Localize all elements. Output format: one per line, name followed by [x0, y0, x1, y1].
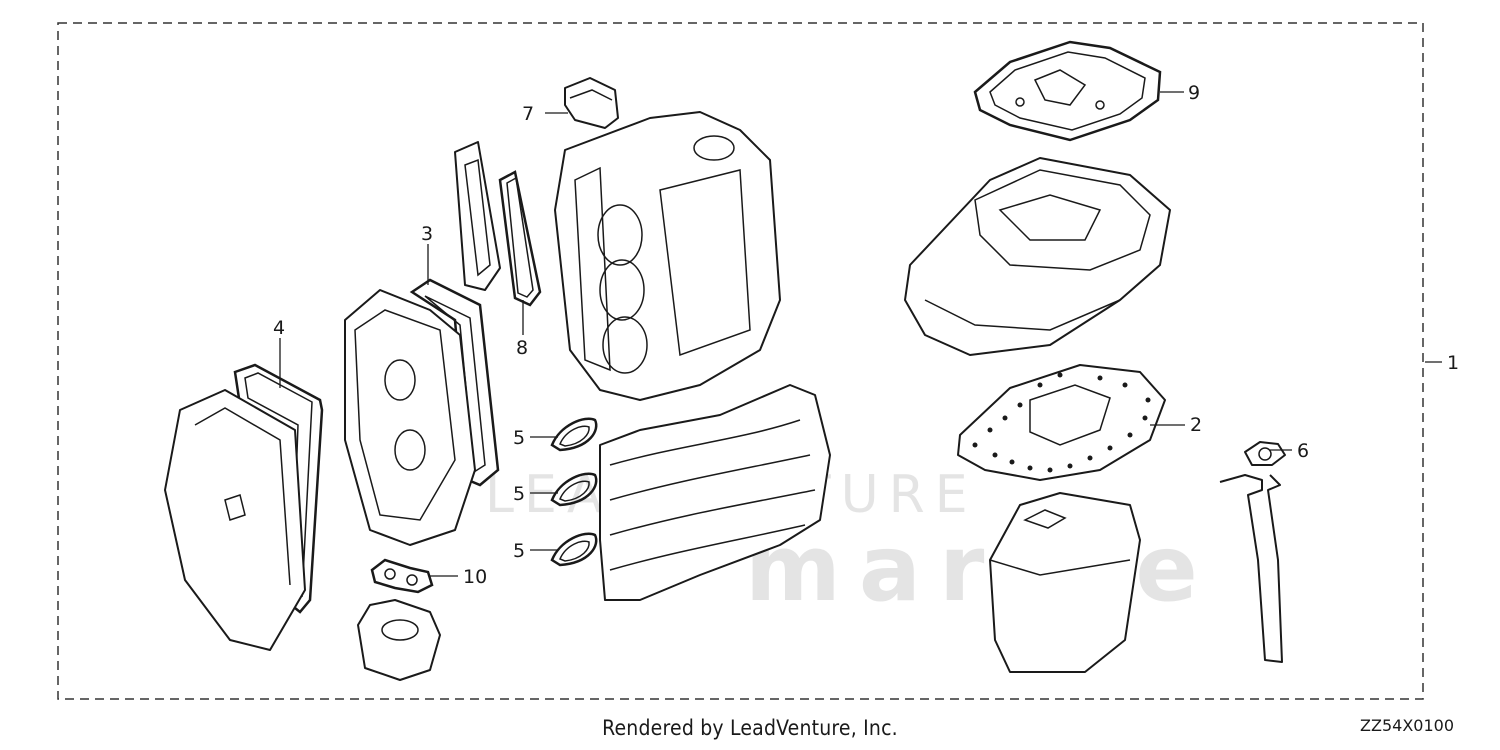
callout-10[interactable]: 10	[463, 566, 487, 588]
callout-8[interactable]: 8	[516, 337, 528, 359]
callout-5a[interactable]: 5	[513, 427, 525, 449]
footer-credit: Rendered by LeadVenture, Inc.	[602, 716, 898, 740]
head-cover	[164, 389, 306, 651]
leader-lines	[279, 91, 1442, 577]
part-10-gasket[interactable]	[370, 558, 434, 594]
callout-4[interactable]: 4	[273, 317, 285, 339]
engine-block	[554, 111, 781, 401]
callout-5c[interactable]: 5	[513, 540, 525, 562]
lower-oil-pan	[989, 492, 1141, 673]
part-5-seal-b[interactable]	[550, 472, 598, 507]
callout-7[interactable]: 7	[522, 103, 534, 125]
callouts: 1 2 3 4 5 5 5 6 7 8 9 10	[273, 82, 1459, 588]
part-8-gasket[interactable]	[498, 170, 542, 307]
intake-manifold	[599, 384, 831, 601]
watermark-line2: marine	[745, 515, 1216, 622]
thermostat-housing	[357, 599, 441, 681]
part-5-seal-c[interactable]	[550, 532, 598, 567]
kit-boundary	[57, 22, 1424, 700]
cylinder-head	[344, 289, 476, 546]
callout-9[interactable]: 9	[1188, 82, 1200, 104]
oil-pan-housing	[904, 157, 1171, 356]
water-tube	[1219, 474, 1283, 663]
diagram-code: ZZ54X0100	[1360, 716, 1454, 735]
callout-1[interactable]: 1	[1447, 352, 1459, 374]
part-5-seal-a[interactable]	[550, 417, 598, 452]
part-9-gasket[interactable]	[973, 40, 1162, 142]
callout-5b[interactable]: 5	[513, 483, 525, 505]
part-7-cap[interactable]	[564, 77, 619, 129]
part-6-seal[interactable]	[1244, 441, 1286, 466]
callout-2[interactable]: 2	[1190, 414, 1202, 436]
callout-3[interactable]: 3	[421, 223, 433, 245]
part-2-plate-gasket[interactable]	[957, 364, 1166, 481]
callout-6[interactable]: 6	[1297, 440, 1309, 462]
cover-plate	[454, 141, 501, 291]
